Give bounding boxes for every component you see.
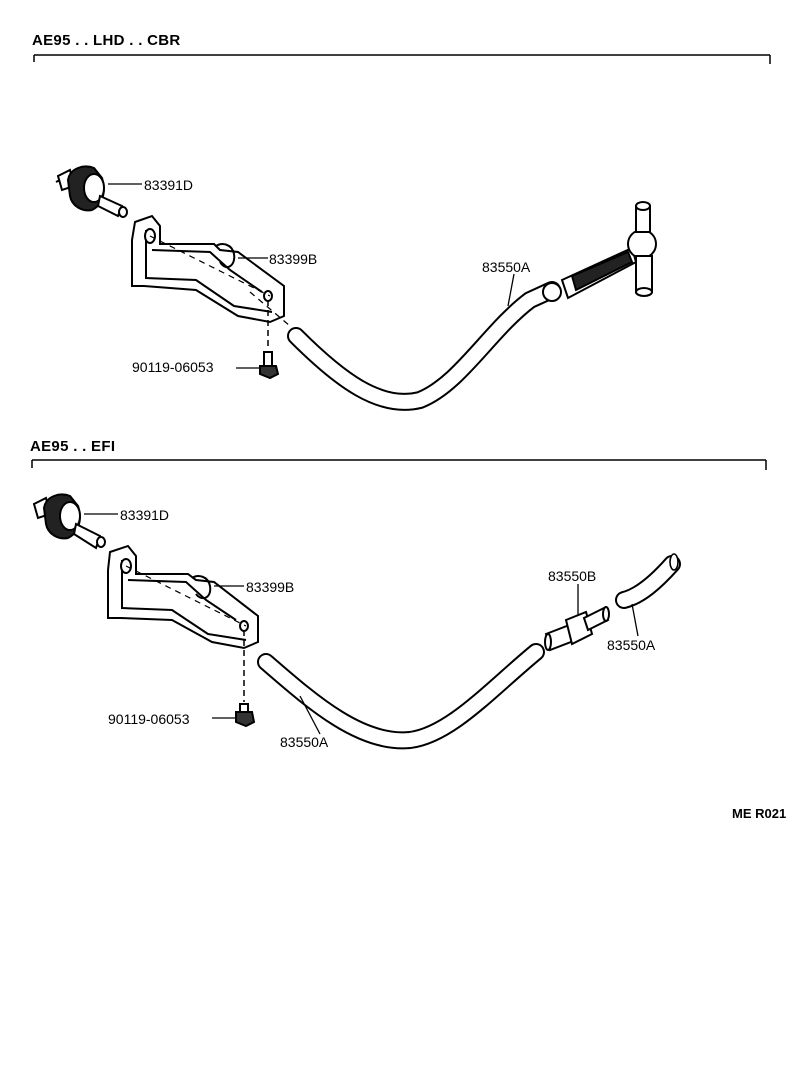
leader-line bbox=[631, 603, 639, 637]
part-label-bolt: 90119-06053 bbox=[132, 359, 214, 375]
alignment-dashes bbox=[125, 565, 247, 627]
hose-joint-icon bbox=[544, 606, 610, 652]
part-label-joint: 83550B bbox=[548, 568, 596, 584]
figure-code: ME R021 bbox=[732, 806, 787, 821]
section-header-cbr: AE95 . . LHD . . CBR bbox=[32, 32, 181, 49]
part-label-sensor: 83391D bbox=[120, 507, 169, 523]
vacuum-hose-icon bbox=[287, 281, 561, 411]
part-label-sensor: 83391D bbox=[144, 177, 193, 193]
part-label-hose-end: 83550A bbox=[607, 637, 656, 653]
vacuum-sensor-icon bbox=[32, 493, 106, 550]
section-header-efi: AE95 . . EFI bbox=[30, 438, 116, 455]
leader-line bbox=[299, 695, 321, 735]
tee-fitting-icon bbox=[542, 201, 657, 302]
bolt-icon bbox=[259, 300, 280, 380]
part-label-hose: 83550A bbox=[482, 259, 531, 275]
sensor-bracket-icon bbox=[107, 544, 259, 650]
sensor-bracket-icon bbox=[131, 214, 285, 324]
alignment-dashes bbox=[149, 235, 291, 327]
part-label-bracket: 83399B bbox=[269, 251, 317, 267]
part-label-bolt: 90119-06053 bbox=[108, 711, 190, 727]
part-label-bracket: 83399B bbox=[246, 579, 294, 595]
header-rule-cbr bbox=[33, 54, 771, 64]
vacuum-sensor-icon bbox=[55, 165, 128, 218]
part-label-hose-main: 83550A bbox=[280, 734, 329, 750]
bolt-icon bbox=[235, 630, 256, 728]
header-rule-efi bbox=[31, 459, 767, 470]
short-hose-icon bbox=[615, 553, 681, 609]
leader-line bbox=[507, 273, 515, 307]
vacuum-hose-icon bbox=[257, 643, 545, 750]
